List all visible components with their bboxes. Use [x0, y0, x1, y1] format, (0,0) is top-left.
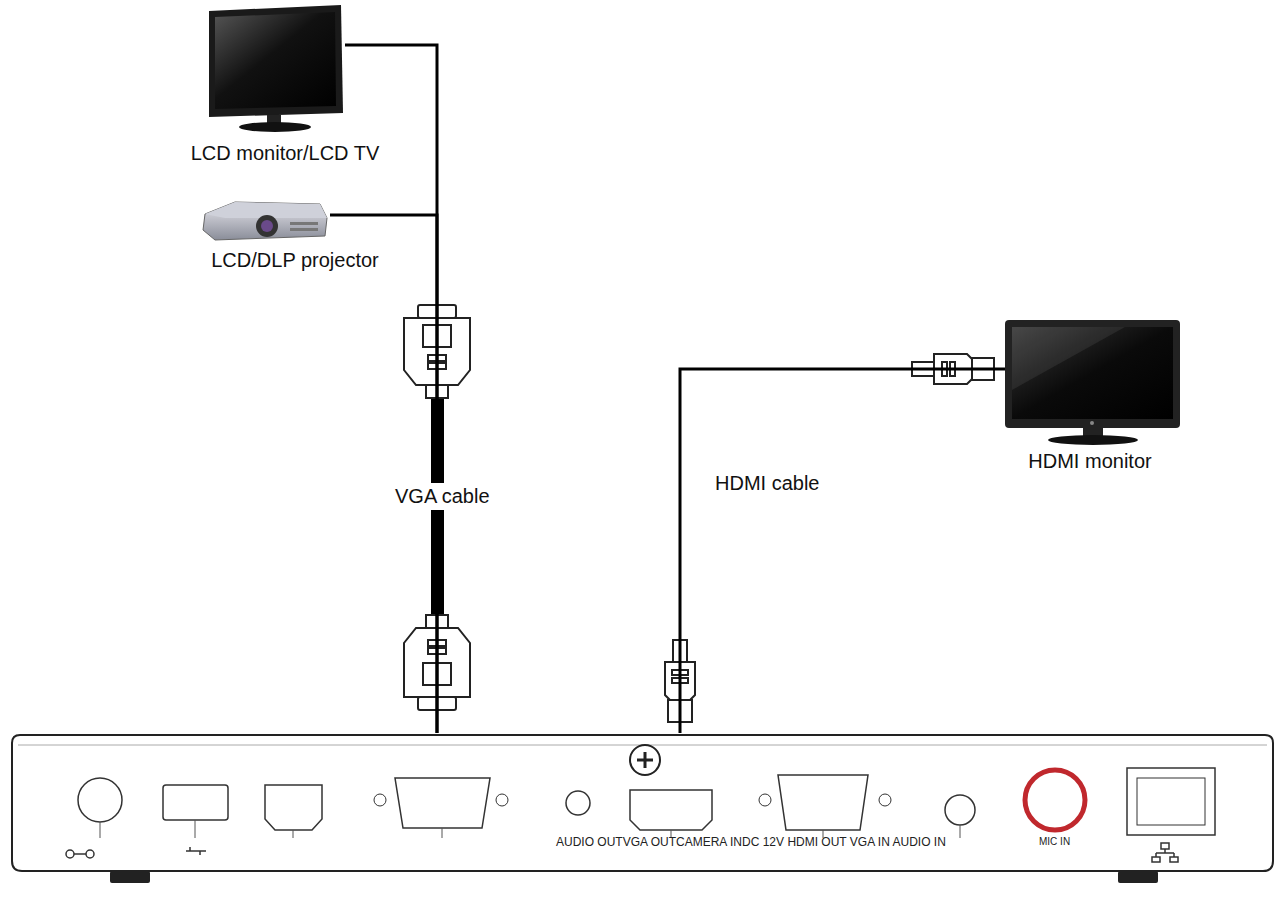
device-rear-panel-picture [10, 733, 1275, 885]
device-caption: HDMI monitor [1028, 450, 1151, 473]
cable [680, 369, 1005, 733]
cable-label: HDMI cable [712, 470, 822, 497]
lcd-monitor-picture [205, 5, 345, 133]
device-caption: LCD monitor/LCD TV [191, 142, 380, 165]
lcd-monitor: LCD monitor/LCD TV [205, 5, 345, 133]
cable-label: VGA cable [392, 483, 493, 510]
projector: LCD/DLP projector [195, 196, 330, 244]
projector-picture [195, 196, 330, 244]
cable [330, 215, 437, 733]
device-caption: LCD/DLP projector [211, 249, 378, 272]
port-label: AUDIO OUTVGA OUTCAMERA INDC 12V HDMI OUT… [556, 835, 946, 849]
device-rear-panel: AUDIO OUTVGA OUTCAMERA INDC 12V HDMI OUT… [10, 733, 1275, 885]
hdmi-monitor: HDMI monitor [1005, 320, 1180, 448]
hdmi-monitor-picture [1005, 320, 1180, 448]
port-label: MIC IN [1039, 836, 1070, 847]
